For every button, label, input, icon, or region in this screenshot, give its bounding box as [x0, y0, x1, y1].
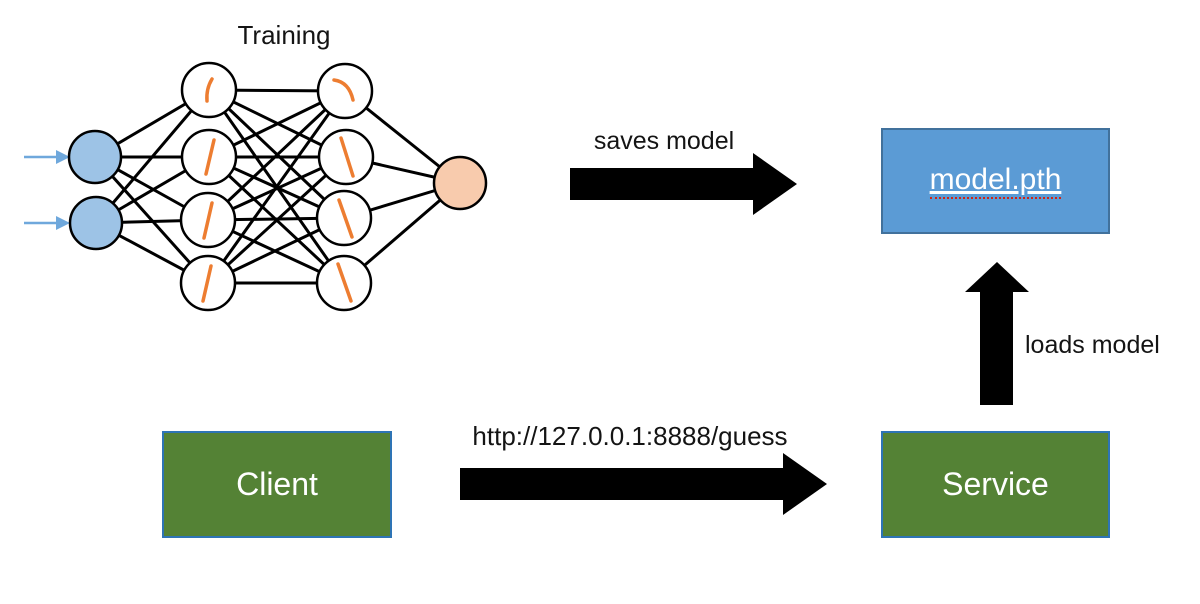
input-arrowhead-icon	[56, 216, 70, 230]
http-request-label: http://127.0.0.1:8888/guess	[472, 421, 788, 451]
input-arrowhead-icon	[56, 150, 70, 164]
input-node	[68, 195, 124, 251]
activation-marks	[201, 77, 355, 303]
input-node	[67, 129, 123, 185]
flow-arrows	[460, 153, 1029, 515]
service-label: Service	[942, 466, 1049, 502]
input-arrow-icons	[24, 150, 70, 230]
activation-mark	[204, 138, 216, 176]
activation-mark	[202, 201, 214, 240]
loads-model-arrow-icon	[965, 262, 1029, 405]
client-box: Client	[162, 431, 392, 538]
connection-lines	[93, 88, 461, 285]
hidden-node	[316, 62, 374, 120]
activation-mark	[336, 262, 353, 303]
training-label: Training	[237, 20, 331, 50]
service-box: Service	[881, 431, 1110, 538]
model-pth-box: model.pth	[881, 128, 1110, 234]
activation-mark	[205, 77, 214, 103]
activation-mark	[339, 136, 355, 178]
model-pth-label: model.pth	[929, 163, 1062, 199]
activation-mark	[332, 78, 355, 102]
loads-model-label: loads model	[1025, 331, 1160, 359]
output-node	[432, 155, 488, 211]
activation-mark	[337, 198, 354, 239]
saves-model-arrow-icon	[570, 153, 797, 215]
client-label: Client	[236, 466, 318, 502]
http-request-arrow-icon	[460, 453, 827, 515]
activation-mark	[201, 264, 213, 303]
saves-model-label: saves model	[593, 127, 735, 155]
